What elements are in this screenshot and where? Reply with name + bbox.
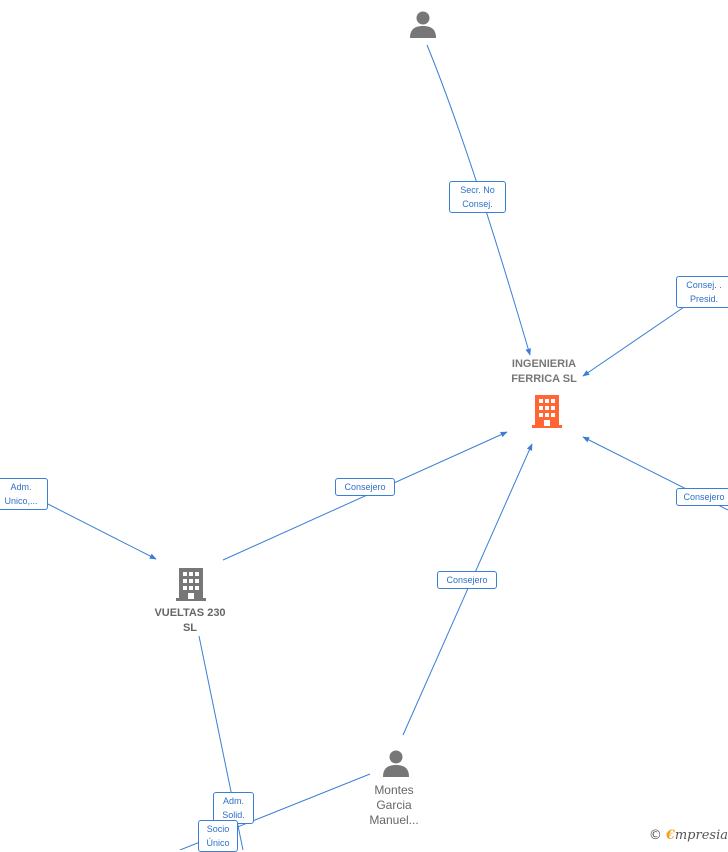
vueltas-company-node[interactable]: [174, 566, 208, 602]
edge-label-line: Presid.: [689, 294, 718, 304]
edges: [39, 44, 728, 850]
brand-logo-e: €: [665, 828, 675, 843]
edge-adm-unico: [39, 499, 157, 560]
edge-label-line: Adm.: [10, 482, 32, 492]
edge-label-consejero-vueltas[interactable]: Consejero: [335, 478, 395, 496]
building-icon: [532, 395, 562, 428]
person-icon: [383, 750, 409, 777]
edge-label-line: Adm.: [222, 796, 244, 806]
edge-label-secr-no-consej[interactable]: Secr. No Consej.: [449, 181, 506, 213]
brand-name: mpresia: [674, 828, 728, 843]
edge-label-line: Solid.: [222, 810, 245, 820]
person-node-top[interactable]: [407, 9, 439, 41]
edge-label-line: Consej. .: [686, 280, 722, 290]
brand-watermark: ©€mpresia: [649, 828, 728, 843]
edge-label-adm-unico[interactable]: Adm. Unico,...: [0, 478, 48, 510]
node-label-line: Garcia: [376, 798, 412, 812]
edge-consej-presid: [582, 302, 691, 377]
edge-label-consejero-right[interactable]: Consejero: [676, 488, 728, 506]
edge-label-adm-solid[interactable]: Adm. Solid.: [213, 792, 254, 824]
node-label-line: SL: [182, 622, 198, 634]
edge-label-line: Consejero: [344, 482, 386, 492]
edge-label-line: Consejero: [446, 575, 488, 585]
node-label-line: VUELTAS 230: [154, 607, 226, 619]
edge-label-line: Consej.: [462, 199, 493, 209]
edge-label-line: Socio: [206, 824, 230, 834]
main-company-node[interactable]: [530, 393, 564, 429]
edge-consejero-vueltas: [222, 431, 508, 561]
building-icon: [176, 568, 206, 601]
person-node-montes[interactable]: [380, 748, 412, 780]
copyright-symbol: ©: [648, 828, 662, 843]
edge-consejero-montes: [402, 443, 533, 736]
edge-secr-no-consej: [426, 44, 531, 356]
edge-label-socio-unico[interactable]: Socio Único: [198, 820, 238, 852]
main-company-label: INGENIERIA FERRICA SL: [494, 357, 594, 387]
node-label-line: Manuel...: [369, 813, 419, 827]
edge-label-line: Único: [206, 838, 230, 848]
montes-person-label: Montes Garcia Manuel...: [344, 783, 444, 828]
node-label-line: INGENIERIA: [511, 358, 577, 370]
node-label-line: FERRICA SL: [511, 373, 577, 385]
edge-label-line: Consejero: [683, 492, 725, 502]
edge-label-consej-presid[interactable]: Consej. . Presid.: [676, 276, 728, 308]
edge-label-line: Unico,...: [4, 496, 38, 506]
node-label-line: Montes: [374, 783, 414, 797]
edge-label-line: Secr. No: [460, 185, 495, 195]
vueltas-company-label: VUELTAS 230 SL: [140, 606, 240, 636]
edge-label-consejero-montes[interactable]: Consejero: [437, 571, 497, 589]
person-icon: [410, 11, 436, 38]
